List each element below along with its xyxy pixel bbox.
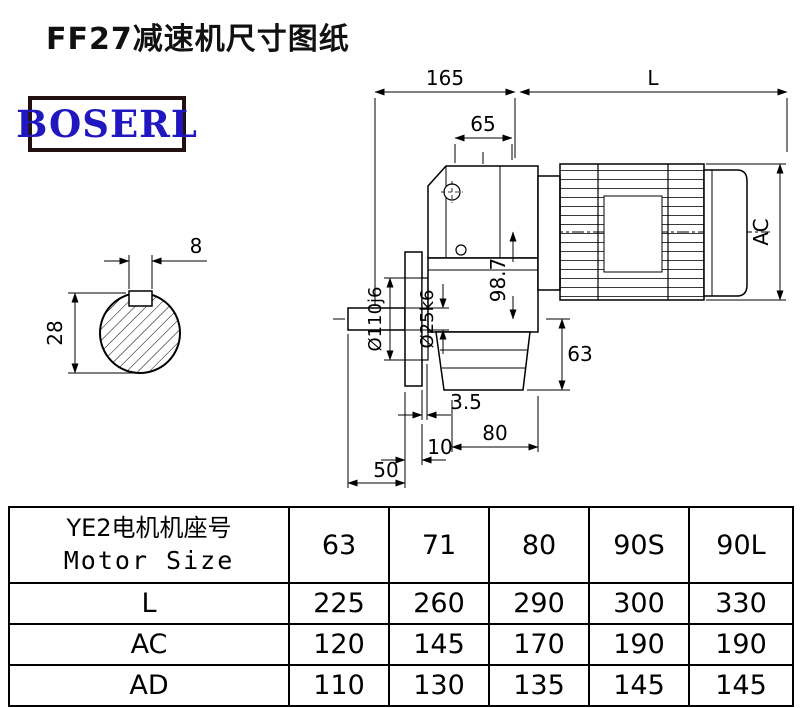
dim-shaft-length: [347, 334, 406, 488]
dim-motor-length-label: L: [647, 66, 659, 90]
dim-shaft-end-diameter-label: 28: [43, 320, 67, 345]
row-label-ad: AD: [8, 664, 290, 708]
cell-l-63: 225: [288, 582, 390, 626]
dim-inner-width-label: 65: [470, 112, 495, 136]
cell-ad-63: 110: [288, 664, 390, 708]
shaft-section-view: 8 28: [43, 234, 207, 374]
cell-ad-80: 135: [488, 664, 590, 708]
logo-text: BOSERL: [16, 102, 198, 146]
dim-top-width-label: 165: [426, 66, 464, 90]
cell-ac-71: 145: [388, 623, 490, 667]
cell-ac-90l: 190: [688, 623, 794, 667]
cell-ac-80: 170: [488, 623, 590, 667]
keyway-slot: [128, 290, 153, 307]
cell-l-71: 260: [388, 582, 490, 626]
fan-cover: [703, 169, 748, 297]
dim-motor-length: [519, 88, 788, 152]
gearbox-motor-view: 165 L 65 AC: [333, 66, 788, 488]
dim-motor-diameter: [706, 163, 786, 301]
dim-key-width: [104, 255, 207, 289]
cell-ac-90s: 190: [588, 623, 690, 667]
motor: [537, 163, 748, 301]
motor-size-header: YE2电机机座号 Motor Size: [8, 505, 290, 585]
dim-flange-thickness-label: 10: [427, 435, 452, 459]
dim-motor-diameter-label: AC: [749, 218, 773, 245]
cell-ac-63: 120: [288, 623, 390, 667]
col-header-80: 80: [488, 505, 590, 585]
row-label-ac: AC: [8, 623, 290, 667]
motor-adapter: [537, 175, 561, 291]
dim-inner-width: [454, 134, 513, 163]
dim-spigot-depth: [398, 364, 451, 420]
dim-flange-spigot: [384, 277, 422, 361]
cell-ad-90l: 145: [688, 664, 794, 708]
table-row-ad: AD 110 130 135 145 145: [8, 664, 794, 708]
cell-l-80: 290: [488, 582, 590, 626]
dimension-table: YE2电机机座号 Motor Size 63 71 80 90S 90L L 2…: [8, 505, 794, 708]
motor-size-header-en: Motor Size: [63, 546, 235, 576]
dim-shaft-diameter-label: Ø25k6: [417, 290, 438, 349]
cell-ad-90s: 145: [588, 664, 690, 708]
col-header-71: 71: [388, 505, 490, 585]
dim-flange-spigot-label: Ø110j6: [365, 287, 386, 352]
dim-bottom-height-label: 63: [567, 342, 592, 366]
dim-spigot-depth-label: 3.5: [450, 390, 482, 414]
col-header-90l: 90L: [688, 505, 794, 585]
dim-axis-height-label: 98.7: [486, 258, 510, 303]
dim-shaft-length-label: 50: [373, 458, 398, 482]
row-label-l: L: [8, 582, 290, 626]
plug-hole: [455, 244, 467, 256]
dim-top-width: [374, 88, 516, 306]
boserl-logo: BOSERL: [16, 96, 197, 152]
table-header-row: YE2电机机座号 Motor Size 63 71 80 90S 90L: [8, 505, 794, 585]
col-header-90s: 90S: [588, 505, 690, 585]
dim-shaft-diameter: [406, 284, 449, 354]
technical-drawing: 8 28: [43, 66, 788, 488]
cell-l-90s: 300: [588, 582, 690, 626]
table-row-ac: AC 120 145 170 190 190: [8, 623, 794, 667]
dim-flange-thickness: [381, 392, 446, 488]
dim-shaft-end-diameter: [68, 292, 134, 374]
dim-bottom-height: [527, 318, 570, 391]
page-title: FF27减速机尺寸图纸: [46, 22, 350, 57]
table-row-l: L 225 260 290 300 330: [8, 582, 794, 626]
dim-housing-width-label: 80: [482, 421, 507, 445]
gearbox-housing: [427, 165, 539, 391]
cell-ad-71: 130: [388, 664, 490, 708]
motor-nameplate: [603, 195, 663, 273]
motor-size-header-cn: YE2电机机座号: [66, 514, 232, 542]
dim-key-width-label: 8: [190, 234, 203, 258]
cell-l-90l: 330: [688, 582, 794, 626]
col-header-63: 63: [288, 505, 390, 585]
dim-housing-width: [451, 396, 539, 452]
